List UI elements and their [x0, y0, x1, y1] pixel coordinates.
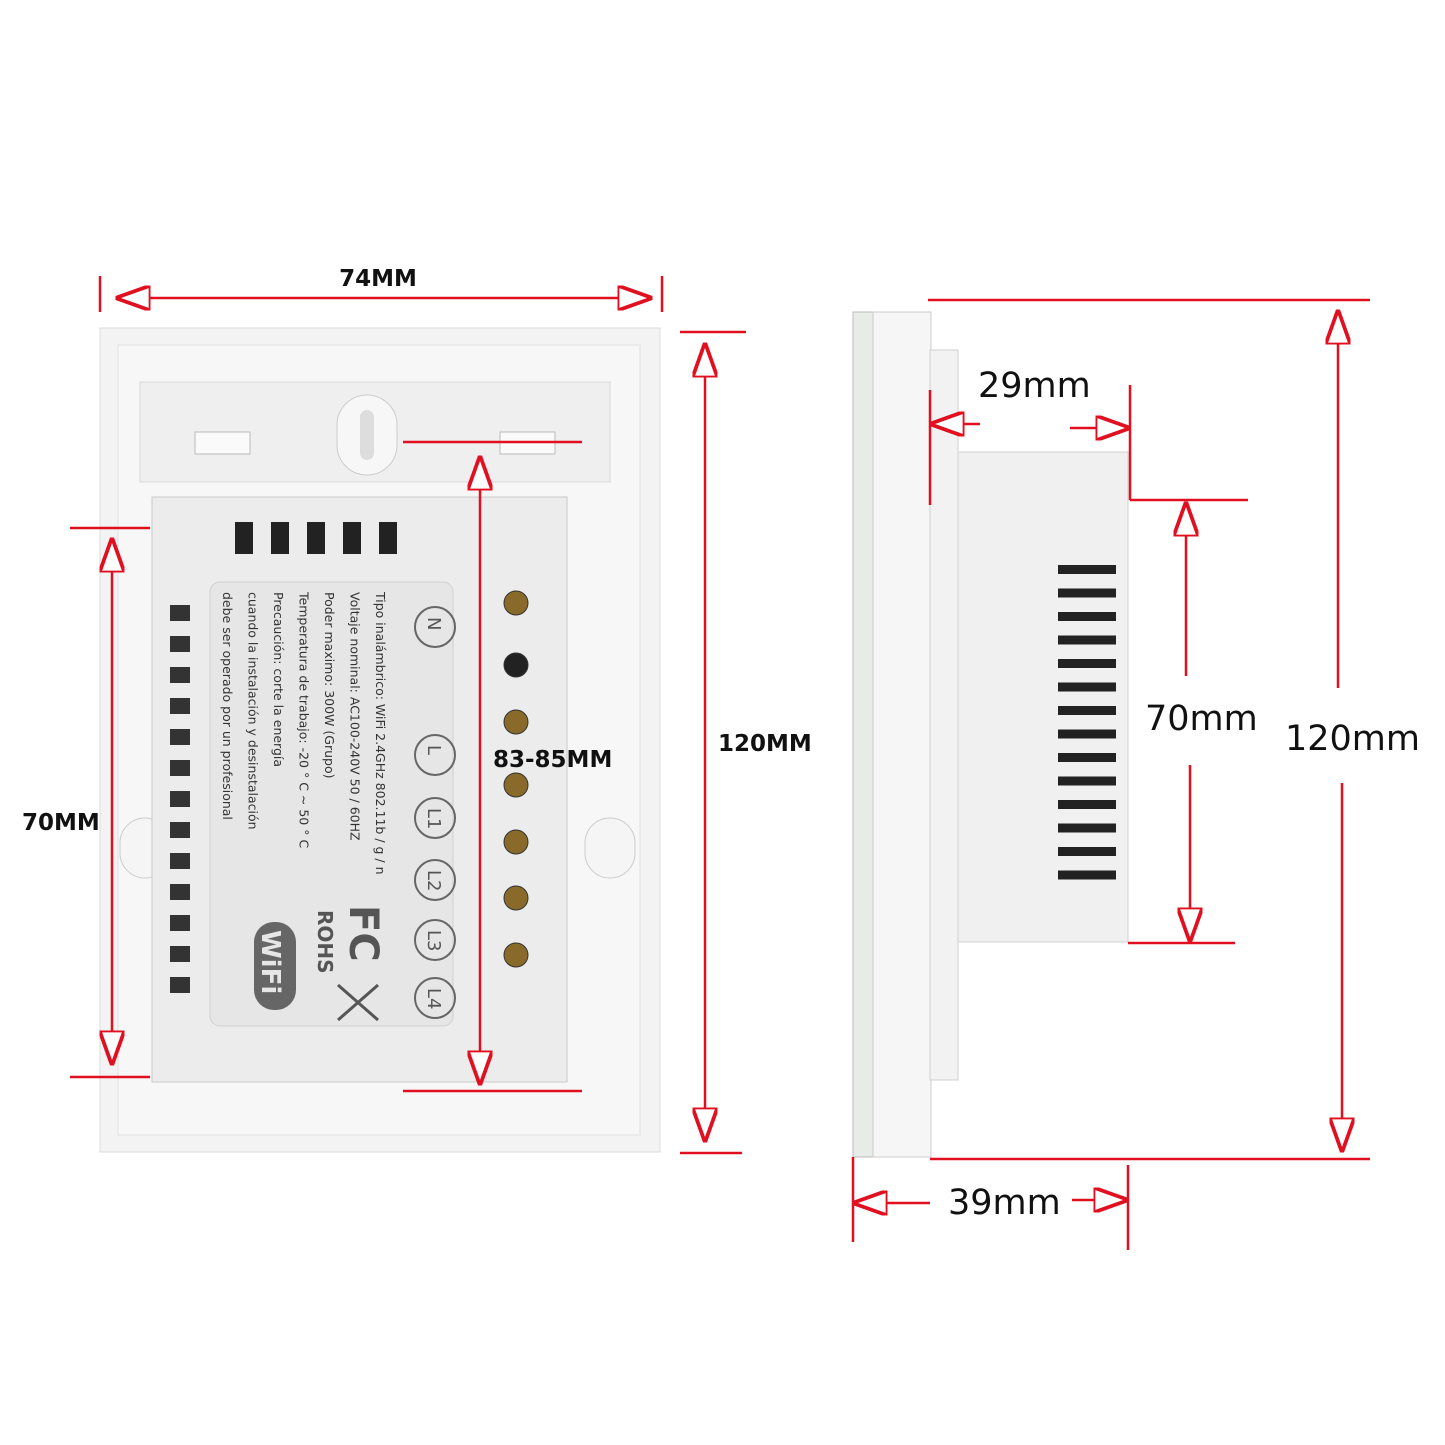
spec-line: Temperatura de trabajo: -20 ° C ~ 50 ° C	[297, 591, 312, 848]
terminal-label: L	[423, 745, 444, 755]
inner-height-dimension: 70MM	[22, 526, 150, 1079]
width-dimension: 74MM	[98, 266, 664, 312]
spec-line: Poder maximo: 300W (Grupo)	[322, 592, 337, 778]
fin	[1058, 870, 1116, 880]
fin	[1058, 847, 1116, 856]
inner-height-label: 70MM	[22, 810, 100, 836]
cooling-fins	[1058, 565, 1116, 880]
spec-line: debe ser operado por un profesional	[220, 592, 235, 820]
terminal-label: L4	[423, 988, 444, 1009]
fc-mark: FC	[340, 905, 386, 962]
wifi-logo: WiFi	[255, 930, 285, 994]
fin	[1058, 659, 1116, 668]
vent-slot	[170, 667, 190, 683]
fin	[1058, 729, 1116, 739]
side-module	[957, 451, 1129, 943]
vent-slot	[170, 760, 190, 776]
fin	[1058, 612, 1116, 621]
total-depth-label: 39mm	[948, 1183, 1061, 1223]
vent-slot	[170, 853, 190, 869]
terminal-label: L3	[423, 930, 444, 951]
fin	[1058, 588, 1116, 598]
terminal-label: L1	[423, 808, 444, 829]
terminal-screw	[503, 772, 529, 798]
terminal-label: N	[423, 617, 444, 630]
vent-slot	[170, 946, 190, 962]
fin	[1058, 823, 1116, 833]
screw-tab-right	[584, 817, 636, 879]
terminal-screw	[503, 829, 529, 855]
fin	[1058, 753, 1116, 762]
side-view: 29mm 39mm 70mm 120mm	[851, 298, 1420, 1250]
fin	[1058, 800, 1116, 809]
fin	[1058, 635, 1116, 645]
terminal-screw	[503, 885, 529, 911]
terminal-marker	[414, 977, 456, 1019]
terminal-marker	[414, 797, 456, 839]
terminal-screw	[503, 652, 529, 678]
spec-line: Tipo inalámbrico: WiFi 2.4GHz 802.11b / …	[373, 591, 388, 875]
back-view: Tipo inalámbrico: WiFi 2.4GHz 802.11b / …	[22, 266, 812, 1155]
vent-slots	[235, 522, 397, 554]
terminal-screw	[503, 942, 529, 968]
spec-label	[209, 581, 454, 1027]
vent-slot	[170, 977, 190, 993]
cert-marks: FC ROHS WiFi	[254, 905, 386, 1022]
fin	[1058, 706, 1116, 715]
vent-slot	[170, 822, 190, 838]
width-label: 74MM	[339, 266, 417, 292]
total-depth-dimension: 39mm	[851, 1157, 1130, 1250]
side-height-label: 120mm	[1285, 719, 1420, 759]
side-inner-height-dimension: 70mm	[1128, 504, 1258, 945]
glass-panel	[852, 311, 876, 1158]
frame	[872, 311, 932, 1158]
depth-label: 29mm	[978, 366, 1091, 406]
terminal-marker	[414, 606, 456, 648]
terminal-marker	[414, 859, 456, 901]
vent-slot	[170, 698, 190, 714]
height-dimension: 120MM	[680, 330, 812, 1155]
vent-slot	[170, 729, 190, 745]
screw-spacing-label: 83-85MM	[493, 747, 612, 773]
terminal-screw	[503, 709, 529, 735]
side-inner-height-label: 70mm	[1145, 699, 1258, 739]
depth-dimension: 29mm	[928, 366, 1248, 505]
vent-slot	[170, 884, 190, 900]
side-height-dimension: 120mm	[928, 298, 1420, 1161]
weee-bin-icon	[337, 983, 379, 1022]
fin	[1058, 682, 1116, 692]
fin	[1058, 776, 1116, 786]
vent-slot	[170, 791, 190, 807]
screw-spacing-dimension: 83-85MM	[403, 440, 612, 1093]
vent-slot	[170, 636, 190, 652]
fin	[1058, 565, 1116, 574]
terminal-label: L2	[423, 870, 444, 891]
vent-slot	[170, 605, 190, 621]
terminal-marker	[414, 919, 456, 961]
spec-line: Voltaje nominal: AC100-240V 50 / 60HZ	[348, 592, 363, 841]
rohs-mark: ROHS	[313, 910, 337, 974]
terminal-marker	[414, 734, 456, 776]
vent-slot	[170, 915, 190, 931]
terminal-screw	[503, 590, 529, 616]
spec-line: cuando la instalación y desinstalación	[246, 592, 261, 830]
spec-line: Precaución: corte la energía	[271, 592, 286, 767]
height-label: 120MM	[718, 731, 812, 757]
side-vents	[170, 605, 190, 993]
